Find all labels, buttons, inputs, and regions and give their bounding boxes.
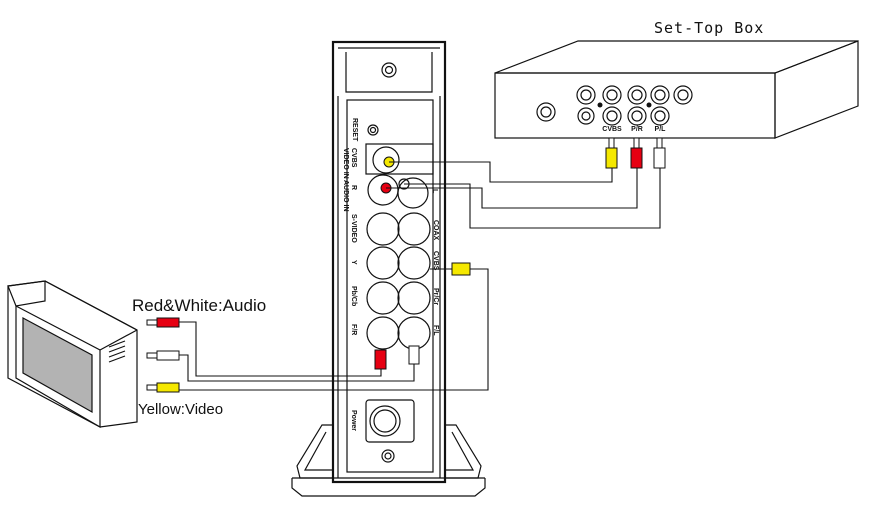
set-top-box: CVBS P/R P/L [494,40,859,139]
label-video-in: VIDEO IN [342,148,349,179]
tv-yellow-plug [156,382,180,393]
receiver-white-plug [408,345,420,365]
receiver-red-plug [374,349,387,370]
label-pb-cb: Pb/Cb [350,286,357,306]
label-cvbs-out: CVBS [432,251,439,271]
label-reset: RESET [351,118,358,142]
label-l: L [431,189,438,194]
stb-port-label-cvbs: CVBS [602,126,622,133]
stb-plugs [605,137,666,169]
label-power: Power [350,410,357,431]
tv-vent [108,340,126,363]
label-coax: COAX [432,220,439,241]
stb-port-row-top [576,85,693,105]
label-pr-cr: Pr/Cr [432,288,439,305]
stb-port-label-pr: P/R [631,126,643,133]
stb-yellow-plug [605,147,618,169]
stb-port-label-pl: P/L [655,126,667,133]
tv-white-plug [156,350,180,361]
tv-screen [22,316,93,414]
label-fl: F/L [432,325,439,336]
tv-red-plug [156,317,180,328]
stb-title: Set-Top Box [654,19,764,37]
label-svideo: S-VIDEO [350,214,357,243]
television [7,280,138,429]
label-fr: F/R [350,324,357,335]
label-audio-in: AUDIO IN [342,180,349,212]
stb-red-plug [630,147,643,169]
label-y: Y [350,260,357,265]
label-r: R [350,185,357,190]
video-label: Yellow:Video [138,401,223,418]
stb-port-row-bottom [577,106,670,126]
tv-plugs [146,317,180,393]
stb-svideo-port [536,102,556,122]
audio-label: Red&White:Audio [132,296,266,315]
label-cvbs-in: CVBS [350,148,357,168]
receiver-stand [291,424,486,497]
cvbs-out-yellow-plug [451,262,471,276]
stb-white-plug [653,147,666,169]
receiver-unit: RESET CVBS VIDEO IN R L AUDIO IN S-VIDEO… [331,40,447,484]
cables [179,161,661,391]
